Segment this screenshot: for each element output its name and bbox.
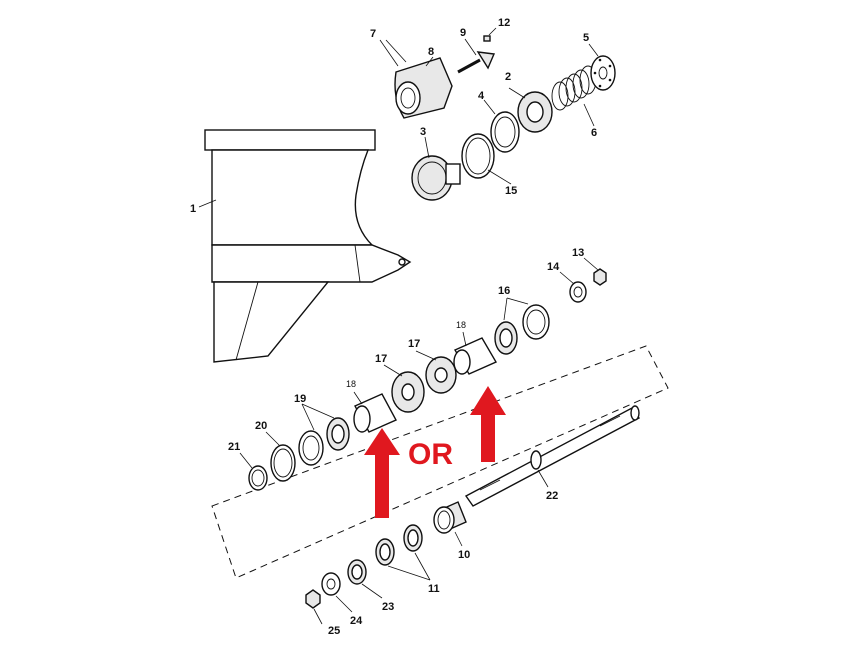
arrow-up-icon [470, 386, 506, 462]
gear-housing [204, 129, 412, 363]
tapered-bearing-19 [298, 417, 350, 466]
callout-6: 6 [591, 127, 597, 139]
assembly-boundary [211, 345, 669, 579]
callout-1: 1 [190, 203, 196, 215]
callout-2: 2 [505, 71, 511, 83]
washer-14 [569, 281, 587, 303]
callout-7: 7 [370, 28, 376, 40]
ring-part-20 [270, 444, 296, 482]
callout-11: 11 [428, 583, 440, 595]
callout-20: 20 [255, 420, 267, 432]
propeller-shaft [464, 405, 641, 507]
flange-disc-part [590, 55, 616, 91]
small-washer-part [321, 572, 341, 596]
callout-4: 4 [478, 90, 485, 102]
callout-24: 24 [350, 615, 363, 627]
callout-18-lower: 18 [346, 379, 356, 389]
callout-18-upper: 18 [456, 320, 466, 330]
callout-13: 13 [572, 247, 584, 259]
pin-part [457, 51, 496, 74]
callout-19: 19 [294, 393, 306, 405]
callout-25: 25 [328, 625, 340, 637]
callout-16: 16 [498, 285, 510, 297]
bearing-housing-part [394, 57, 453, 119]
callout-21: 21 [228, 441, 240, 453]
callout-9: 9 [460, 27, 466, 39]
callout-12: 12 [498, 17, 510, 29]
arrow-up-icon [364, 428, 400, 518]
pinion-gear-part [411, 155, 461, 201]
spring-part [551, 65, 597, 111]
callout-3: 3 [420, 126, 426, 138]
callout-14: 14 [547, 261, 560, 273]
callout-23: 23 [382, 601, 394, 613]
or-annotation: OR [408, 438, 453, 471]
callout-22: 22 [546, 490, 558, 502]
needle-bearing-part [433, 501, 467, 534]
callout-17-b: 17 [408, 338, 420, 350]
sleeve-18-lower [353, 393, 397, 433]
callout-5: 5 [583, 32, 589, 44]
bevel-gear-17-b [425, 356, 457, 394]
ring-part [461, 133, 495, 179]
red-arrow-left [364, 428, 400, 518]
callout-8: 8 [428, 46, 434, 58]
tapered-bearing-16 [494, 304, 550, 355]
red-arrow-right [470, 386, 506, 462]
leader-lines [198, 27, 599, 625]
nut-13 [593, 268, 607, 286]
sleeve-18-upper [453, 337, 497, 375]
callout-15: 15 [505, 185, 517, 197]
bevel-gear-17-a [391, 371, 425, 413]
callout-17-a: 17 [375, 353, 387, 365]
callout-10: 10 [458, 549, 470, 561]
small-nut-part [305, 589, 321, 609]
screw-part [483, 35, 491, 42]
